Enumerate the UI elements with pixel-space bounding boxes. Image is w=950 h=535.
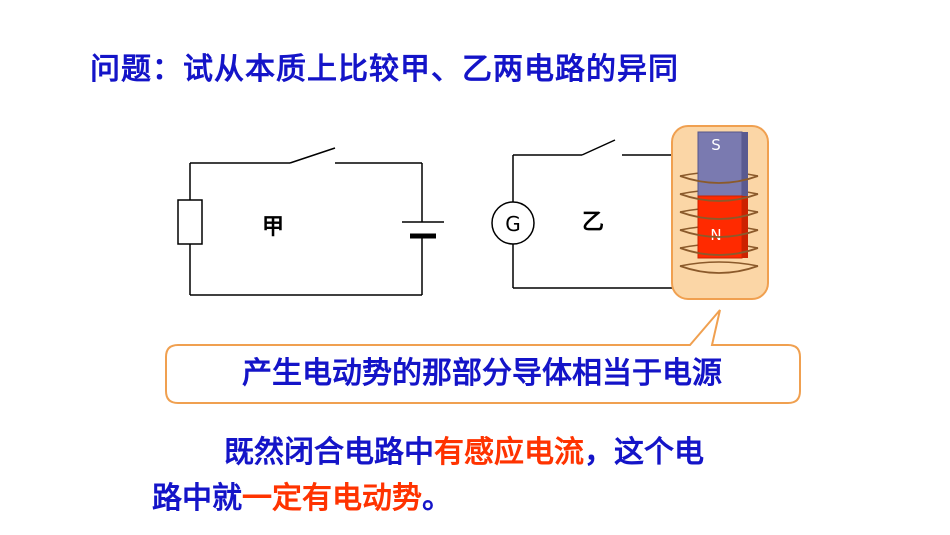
magnet-south-side (742, 132, 748, 196)
magnet-north-pole (697, 195, 743, 259)
conclusion-line1-highlight: 有感应电流 (434, 435, 584, 470)
conclusion-line2-a: 路中就 (152, 481, 242, 516)
question-title: 问题：试从本质上比较甲、乙两电路的异同 (90, 52, 679, 87)
galvanometer-label: G (505, 212, 521, 236)
callout-text: 产生电动势的那部分导体相当于电源 (242, 356, 722, 391)
magnet-north-side (742, 196, 748, 258)
circuit-b-switch (581, 139, 616, 156)
conclusion-line2-highlight: 一定有电动势 (242, 481, 422, 516)
magnet-s-label: S (711, 136, 721, 154)
bar-magnet (697, 131, 748, 259)
conclusion-line-1: 既然闭合电路中有感应电流，这个电 (152, 430, 812, 476)
resistor (177, 199, 203, 245)
circuit-a-switch (289, 147, 336, 164)
coil-front (679, 175, 759, 274)
conclusion-line2-b: 。 (422, 481, 452, 516)
circuit-b-label: 乙 (582, 210, 604, 235)
conclusion-line-2: 路中就一定有电动势。 (152, 476, 812, 522)
conclusion-text: 既然闭合电路中有感应电流，这个电 路中就一定有电动势。 (152, 430, 812, 522)
magnet-n-label: N (710, 226, 721, 244)
circuit-a (177, 147, 444, 296)
circuit-a-label: 甲 (262, 215, 284, 240)
callout-bubble (165, 309, 801, 404)
conclusion-line1-a: 既然闭合电路中 (224, 435, 434, 470)
conclusion-line1-b: ，这个电 (584, 435, 704, 470)
